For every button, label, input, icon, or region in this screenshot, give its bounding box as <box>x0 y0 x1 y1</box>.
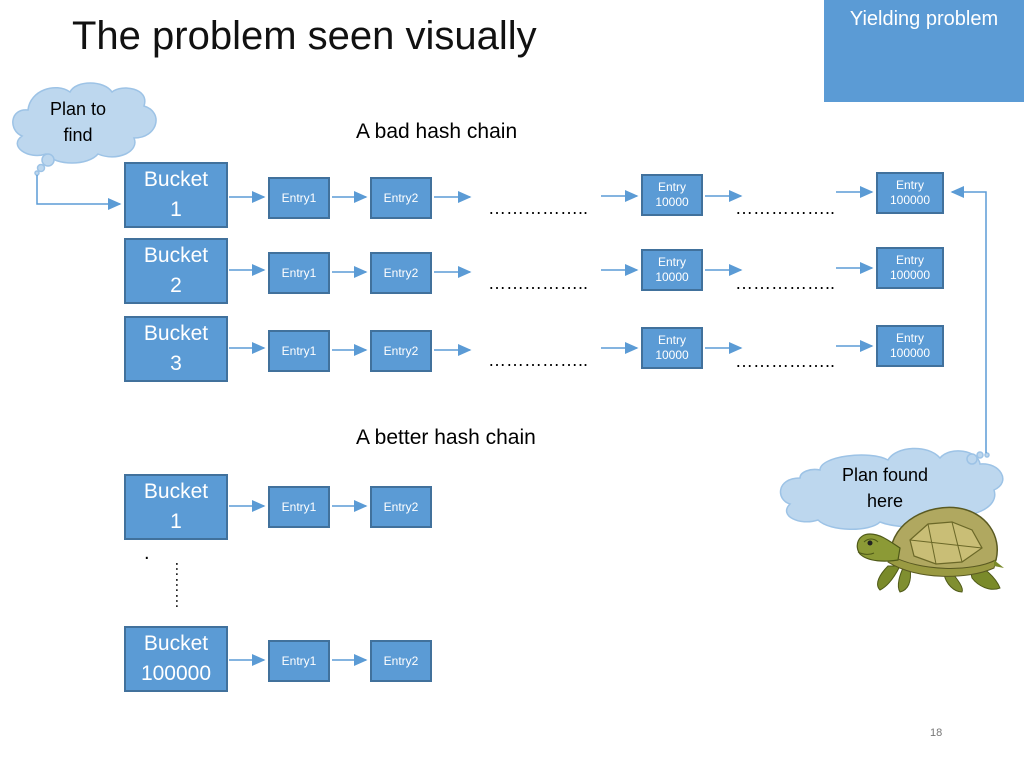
entry-number: 10000 <box>655 270 689 284</box>
plan-found-line2: here <box>866 491 904 511</box>
entry-label: Entry <box>657 333 686 347</box>
entry-100000-box: Entry 100000 <box>876 247 944 289</box>
vertical-ellipsis: ……… <box>172 561 189 609</box>
ellipsis: …………….. <box>488 198 589 218</box>
ellipsis: …………….. <box>488 350 589 370</box>
bucket-label: Bucket <box>143 244 209 267</box>
entry1-box: Entry1 <box>268 640 330 682</box>
better-chain-heading: A better hash chain <box>356 426 536 449</box>
page-number: 18 <box>930 727 943 739</box>
better-bucket-1: Bucket 1 <box>124 474 228 540</box>
entry-number: 10000 <box>655 195 689 209</box>
slide-title: The problem seen visually <box>72 14 537 58</box>
entry-label: Entry <box>895 253 924 267</box>
bucket-2: Bucket 2 <box>124 238 228 304</box>
better-bucket-100000: Bucket 100000 <box>124 626 228 692</box>
entry-100000-box: Entry 100000 <box>876 172 944 214</box>
entry-label: Entry1 <box>281 265 317 280</box>
ellipsis: …………….. <box>735 351 836 371</box>
entry-label: Entry <box>657 255 686 269</box>
entry-label: Entry1 <box>281 653 317 668</box>
entry-label: Entry2 <box>383 190 419 205</box>
entry-label: Entry2 <box>383 499 419 514</box>
entry-number: 100000 <box>889 346 931 360</box>
bad-chain-arrows <box>229 186 874 356</box>
ellipsis: …………….. <box>735 273 836 293</box>
connector-arrow <box>36 175 122 210</box>
entry-label: Entry2 <box>383 653 419 668</box>
bucket-1: Bucket 1 <box>124 162 228 228</box>
entry-label: Entry <box>895 331 924 345</box>
bucket-number: 1 <box>170 510 182 533</box>
bucket-number: 1 <box>170 198 182 221</box>
entry-10000-box: Entry 10000 <box>641 174 703 216</box>
bucket-number: 100000 <box>140 662 212 685</box>
entry-label: Entry2 <box>383 343 419 358</box>
entry2-box: Entry2 <box>370 640 432 682</box>
plan-found-line1: Plan found <box>841 465 929 485</box>
better-chain-arrows <box>229 500 368 666</box>
entry-label: Entry2 <box>383 265 419 280</box>
bucket-number: 2 <box>170 274 182 297</box>
entry-label: Entry1 <box>281 343 317 358</box>
entry-10000-box: Entry 10000 <box>641 249 703 291</box>
entry-number: 100000 <box>889 268 931 282</box>
ellipsis: …………….. <box>735 198 836 218</box>
entry-label: Entry1 <box>281 499 317 514</box>
entry-label: Entry <box>895 178 924 192</box>
plan-to-find-line2: find <box>63 125 93 145</box>
entry-label: Entry <box>657 180 686 194</box>
entry-100000-box: Entry 100000 <box>876 325 944 367</box>
bucket-label: Bucket <box>143 480 209 503</box>
entry2-box: Entry2 <box>370 330 432 372</box>
bucket-label: Bucket <box>143 322 209 345</box>
entry1-box: Entry1 <box>268 486 330 528</box>
entry-number: 100000 <box>889 193 931 207</box>
bucket-3: Bucket 3 <box>124 316 228 382</box>
entry2-box: Entry2 <box>370 252 432 294</box>
connector-arrow-found <box>950 186 987 453</box>
entry-10000-box: Entry 10000 <box>641 327 703 369</box>
section-tag: Yielding problem <box>824 0 1024 102</box>
entry-number: 10000 <box>655 348 689 362</box>
entry1-box: Entry1 <box>268 177 330 219</box>
entry2-box: Entry2 <box>370 177 432 219</box>
plan-to-find-label: Plan to find <box>32 96 124 148</box>
entry1-box: Entry1 <box>268 252 330 294</box>
entry2-box: Entry2 <box>370 486 432 528</box>
bad-chain-heading: A bad hash chain <box>356 120 518 143</box>
ellipsis-dot: . <box>144 542 150 564</box>
entry-label: Entry1 <box>281 190 317 205</box>
turtle-icon <box>856 506 1004 593</box>
bucket-number: 3 <box>170 352 182 375</box>
plan-to-find-cloud <box>12 82 157 176</box>
plan-to-find-line1: Plan to <box>49 99 107 119</box>
plan-found-label: Plan found here <box>820 462 950 514</box>
entry1-box: Entry1 <box>268 330 330 372</box>
ellipsis: …………….. <box>488 273 589 293</box>
bucket-label: Bucket <box>143 632 209 655</box>
bucket-label: Bucket <box>143 168 209 191</box>
